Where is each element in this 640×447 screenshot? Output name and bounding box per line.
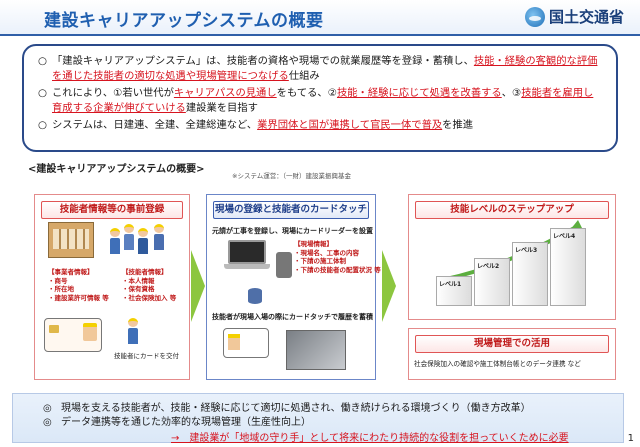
goal-text: データ連携等を通じた効率的な現場管理（生産性向上） [61, 417, 311, 428]
database-icon [248, 288, 262, 304]
step-text: 元請が工事を登録し、現場にカードリーダーを設置 [212, 227, 373, 235]
worker-icon [128, 318, 138, 344]
panel-pre-registration: 技能者情報等の事前登録 [34, 194, 190, 380]
bullet-segment: 、③ [501, 87, 522, 99]
panel-title: 現場管理での活用 [415, 335, 609, 353]
skill-step: レベル3 [512, 242, 548, 306]
panel-title: 現場の登録と技能者のカードタッチ [213, 201, 369, 219]
site-photo [286, 330, 346, 370]
goal-line: ◎ 現場を支える技能者が、技能・経験に応じて適切に処遇され、働き続けられる環境づく… [43, 399, 531, 414]
diagram-section-title: <建設キャリアアップシステムの概要> [28, 164, 205, 175]
page-title: 建設キャリアアップシステムの概要 [44, 11, 324, 31]
bullet-text: 「建設キャリアアップシステム」は、技能者の資格や現場での就業履歴等を登録・蓄積し… [52, 54, 602, 84]
bullet-mark: ○ [38, 55, 47, 67]
conclusion-text: → 建設業が「地域の守り手」として将来にわたり持続的な役割を担っていくために必要 [171, 433, 569, 444]
goal-line: ◎ データ連携等を通じた効率的な現場管理（生産性向上） [43, 413, 311, 428]
skill-step: レベル4 [550, 228, 586, 306]
summary-bullet: ○ システムは、日建連、全建、全建総連など、業界団体と国が連携して官民一体で普及… [38, 118, 602, 133]
panel-title: 技能者情報等の事前登録 [41, 201, 183, 219]
site-info-item: ・下請の技能者の配置状況 等 [294, 265, 381, 274]
mlit-logo-icon [524, 6, 545, 27]
goal-text: 現場を支える技能者が、技能・経験に応じて適切に処遇され、働き続けられる環境づくり… [61, 403, 531, 414]
goal-mark: ◎ [43, 403, 52, 414]
flow-arrow-icon [382, 250, 396, 322]
worker-info-title: 【技能者情報】 [122, 268, 168, 276]
flow-arrow-icon [191, 250, 205, 322]
company-info: 【事業者情報】 ・商号 ・所在地 ・建設業許可情報 等 [48, 268, 109, 302]
level-label: レベル4 [553, 233, 576, 240]
summary-bullet: ○ これにより、①若い世代がキャリアパスの見通しをもてる、②技能・経験に応じて処… [38, 86, 602, 116]
bullet-mark: ○ [38, 119, 47, 131]
office-building-icon [48, 222, 94, 258]
card-touch-icon [223, 328, 269, 358]
bullet-segment: 「建設キャリアアップシステム」は、技能者の資格や現場での就業履歴等を登録・蓄積し… [52, 55, 474, 67]
bullet-text: これにより、①若い世代がキャリアパスの見通しをもてる、②技能・経験に応じて処遇を… [52, 86, 602, 116]
bullet-highlight: 技能者を雇用し育成する企業が伸びていける [52, 87, 594, 114]
site-info-title: 【現場情報】 [294, 240, 333, 248]
skill-step: レベル2 [474, 258, 510, 306]
site-info: 【現場情報】 ・現場名、工事の内容 ・下請の施工体制 ・下請の技能者の配置状況 … [294, 240, 381, 274]
company-info-item: ・所在地 [48, 285, 74, 293]
worker-info: 【技能者情報】 ・本人情報 ・保有資格 ・社会保険加入 等 [122, 268, 176, 302]
summary-box: ○ 「建設キャリアアップシステム」は、技能者の資格や現場での就業履歴等を登録・蓄… [22, 44, 618, 152]
bullet-highlight: 業界団体と国が連携して官民一体で普及 [257, 119, 443, 131]
worker-icon [138, 228, 148, 254]
bullet-segment: をもてる、② [276, 87, 337, 99]
bullet-mark: ○ [38, 87, 47, 99]
site-management-text: 社会保険加入の確認や施工体制台帳とのデータ連携 など [414, 360, 581, 368]
worker-icon [154, 224, 164, 250]
worker-info-item: ・社会保険加入 等 [122, 293, 177, 302]
company-info-item: ・商号 [48, 276, 68, 285]
operator-note: ※システム運営：（一財）建設業振興基金 [232, 172, 352, 180]
ministry-logo: 国土交通省 [524, 6, 624, 27]
laptop-icon [224, 240, 270, 270]
career-card-icon [44, 318, 102, 352]
bullet-highlight: 技能・経験の客観的な評価を通じた技能者の適切な処遇や現場管理につなげる [52, 55, 598, 82]
skill-steps: レベル1 レベル2 レベル3 レベル4 [432, 220, 602, 306]
worker-icon [124, 224, 134, 250]
level-label: レベル2 [477, 263, 500, 270]
conclusion-band: ◎ 現場を支える技能者が、技能・経験に応じて適切に処遇され、働き続けられる環境づく… [12, 393, 624, 444]
bullet-highlight: 処遇を改善する [429, 87, 502, 99]
site-info-item: ・現場名、工事の内容 [294, 248, 359, 257]
bullet-segment: これにより、①若い世代が [52, 87, 174, 99]
goal-mark: ◎ [43, 417, 52, 428]
bullet-highlight: キャリアパスの見通し [173, 87, 277, 99]
page-header: 建設キャリアアップシステムの概要 国土交通省 [0, 0, 640, 36]
level-label: レベル1 [439, 281, 462, 288]
level-label: レベル3 [515, 247, 538, 254]
card-reader-icon [276, 252, 292, 278]
bullet-segment: 仕組み [288, 70, 320, 82]
site-info-item: ・下請の施工体制 [294, 257, 346, 265]
bullet-highlight: 技能・経験に応じて [336, 87, 430, 99]
company-info-title: 【事業者情報】 [48, 268, 94, 276]
panel-title: 技能レベルのステップアップ [415, 201, 609, 219]
summary-bullet: ○ 「建設キャリアアップシステム」は、技能者の資格や現場での就業履歴等を登録・蓄… [38, 54, 602, 84]
card-caption: 技能者にカードを交付 [114, 352, 179, 360]
ministry-name: 国土交通省 [548, 8, 624, 26]
company-info-item: ・建設業許可情報 等 [48, 293, 109, 302]
bullet-segment: システムは、日建連、全建、全建総連など、 [52, 119, 258, 131]
worker-info-item: ・保有資格 [122, 285, 155, 293]
panel-site-management: 現場管理での活用 [408, 328, 616, 380]
bullet-segment: を推進 [442, 119, 474, 131]
bullet-text: システムは、日建連、全建、全建総連など、業界団体と国が連携して官民一体で普及を推… [52, 118, 473, 133]
worker-info-item: ・本人情報 [122, 276, 155, 285]
step-text: 技能者が現場入場の際にカードタッチで履歴を蓄積 [212, 313, 373, 321]
skill-step: レベル1 [436, 276, 472, 306]
page-number: 1 [627, 433, 634, 444]
worker-icon [110, 228, 120, 254]
bullet-segment: 建設業を目指す [185, 102, 258, 114]
